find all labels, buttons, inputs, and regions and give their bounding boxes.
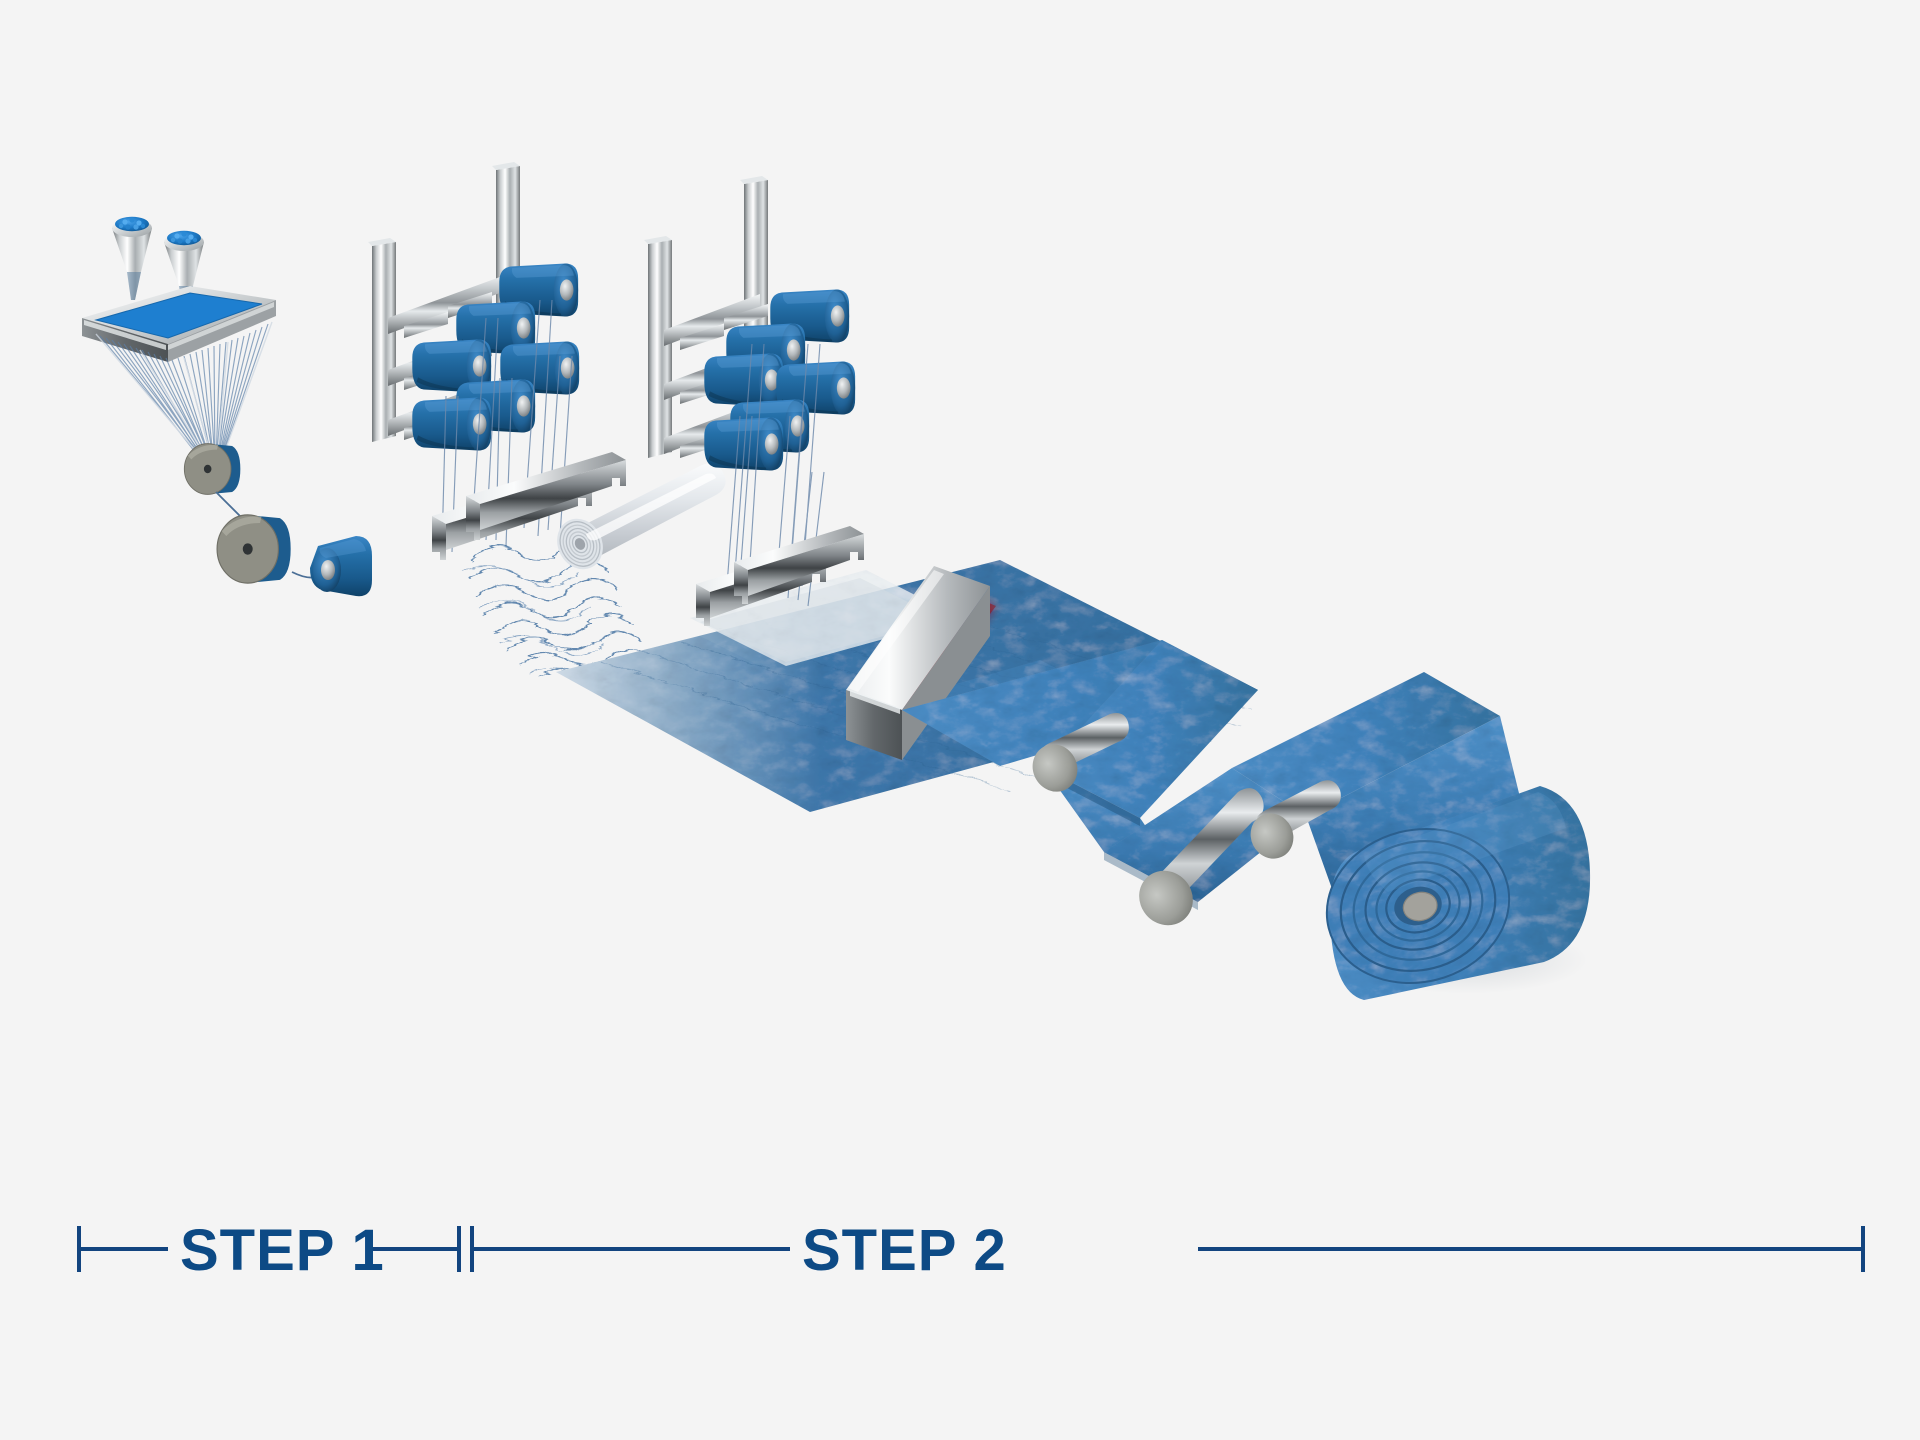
step-2-label: STEP 2	[802, 1218, 1007, 1283]
creel1-post-front	[368, 238, 396, 442]
pellets-left	[118, 217, 146, 230]
creel2-post-front	[644, 236, 672, 458]
spool[interactable]	[704, 353, 784, 407]
step-legend: STEP 1 STEP 2	[77, 1218, 1865, 1283]
step2-group	[368, 162, 1591, 1002]
roll-end-face	[1325, 827, 1511, 985]
conveyor-roller-3[interactable]	[1243, 780, 1341, 866]
needle-bar-2	[466, 452, 626, 540]
conveyor-roller-2[interactable]	[1128, 788, 1264, 936]
finished-fabric-roll[interactable]	[1310, 786, 1591, 1002]
needle-bar-4	[734, 526, 864, 604]
godet-roller-upper[interactable]	[183, 443, 241, 495]
white-support-roll[interactable]	[549, 463, 726, 577]
conveyor-roller-1[interactable]	[1025, 713, 1129, 799]
creel-rack-2	[644, 176, 856, 607]
hopper-left	[112, 216, 152, 300]
pellets-right	[170, 231, 198, 244]
step1-group	[82, 216, 372, 597]
spinneret-plate	[82, 286, 276, 362]
step-2-bracket	[470, 1226, 1865, 1272]
filament-bundle	[95, 321, 273, 467]
yarn-bobbin[interactable]	[310, 536, 372, 597]
step-1-label: STEP 1	[180, 1218, 385, 1283]
step-1-bracket	[77, 1226, 461, 1272]
godet-roller-lower[interactable]	[216, 514, 292, 584]
